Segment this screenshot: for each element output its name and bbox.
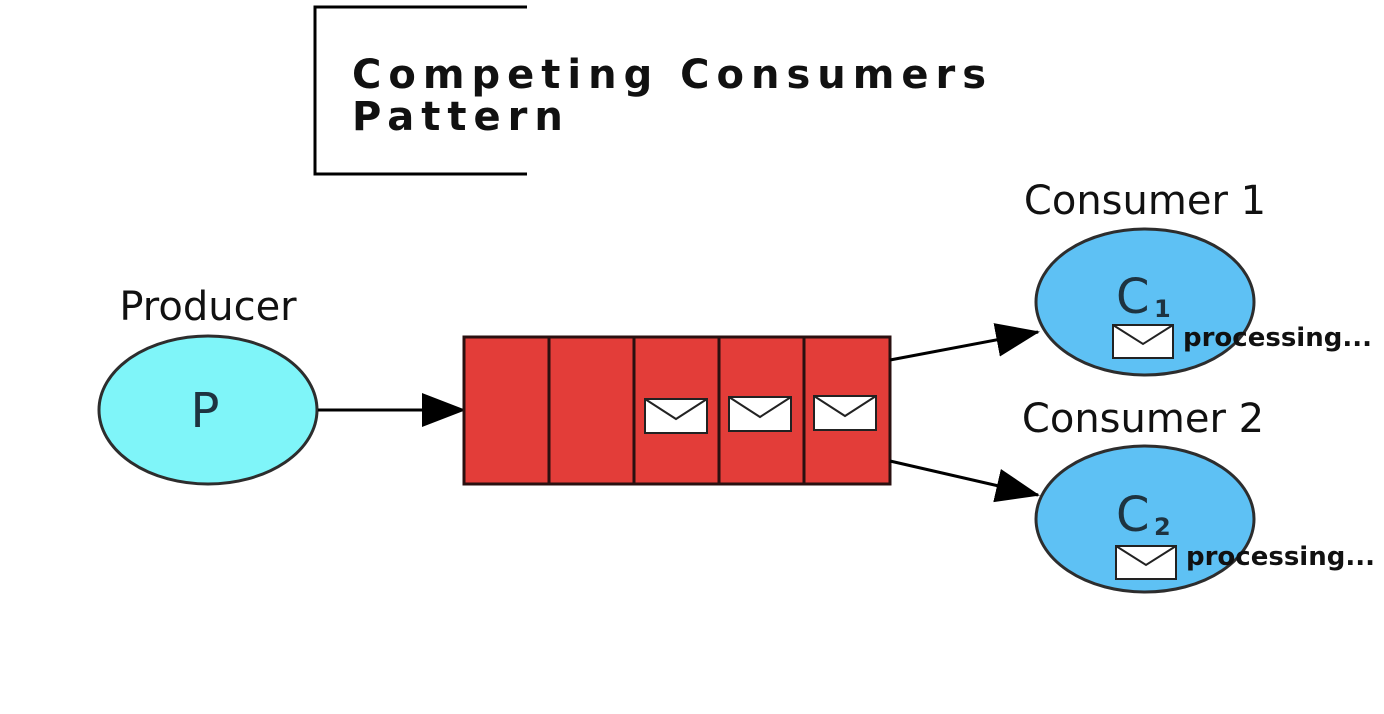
consumer-1-subscript: 1 (1154, 295, 1171, 323)
producer-node (97, 334, 319, 486)
queue (462, 335, 892, 486)
consumer-2-envelope-icon (1115, 545, 1177, 580)
consumer-1-node (1034, 227, 1256, 377)
consumer-1-symbol: C (1116, 269, 1150, 325)
consumer-2-symbol: C (1116, 487, 1150, 543)
title-bracket (313, 5, 527, 176)
consumer-1-envelope-icon (1112, 324, 1174, 359)
consumer-1-label: Consumer 1 (1024, 178, 1266, 224)
title-line-2: Pattern (352, 94, 570, 140)
queue-to-consumer-2-arrow (889, 459, 1040, 503)
title-line-1: Competing Consumers (352, 52, 993, 98)
producer-label: Producer (119, 284, 297, 330)
consumer-2-subscript: 2 (1154, 513, 1171, 541)
consumer-1-status: processing... (1183, 323, 1372, 353)
queue-to-consumer-1-arrow (889, 323, 1040, 362)
queued-message-envelope-icon (813, 395, 877, 431)
queued-message-envelope-icon (728, 396, 792, 432)
consumer-2-label: Consumer 2 (1022, 396, 1264, 442)
queued-message-envelope-icon (644, 398, 708, 434)
consumer-2-status: processing... (1186, 542, 1375, 572)
consumer-2-node (1034, 444, 1256, 594)
producer-symbol: P (191, 383, 220, 439)
